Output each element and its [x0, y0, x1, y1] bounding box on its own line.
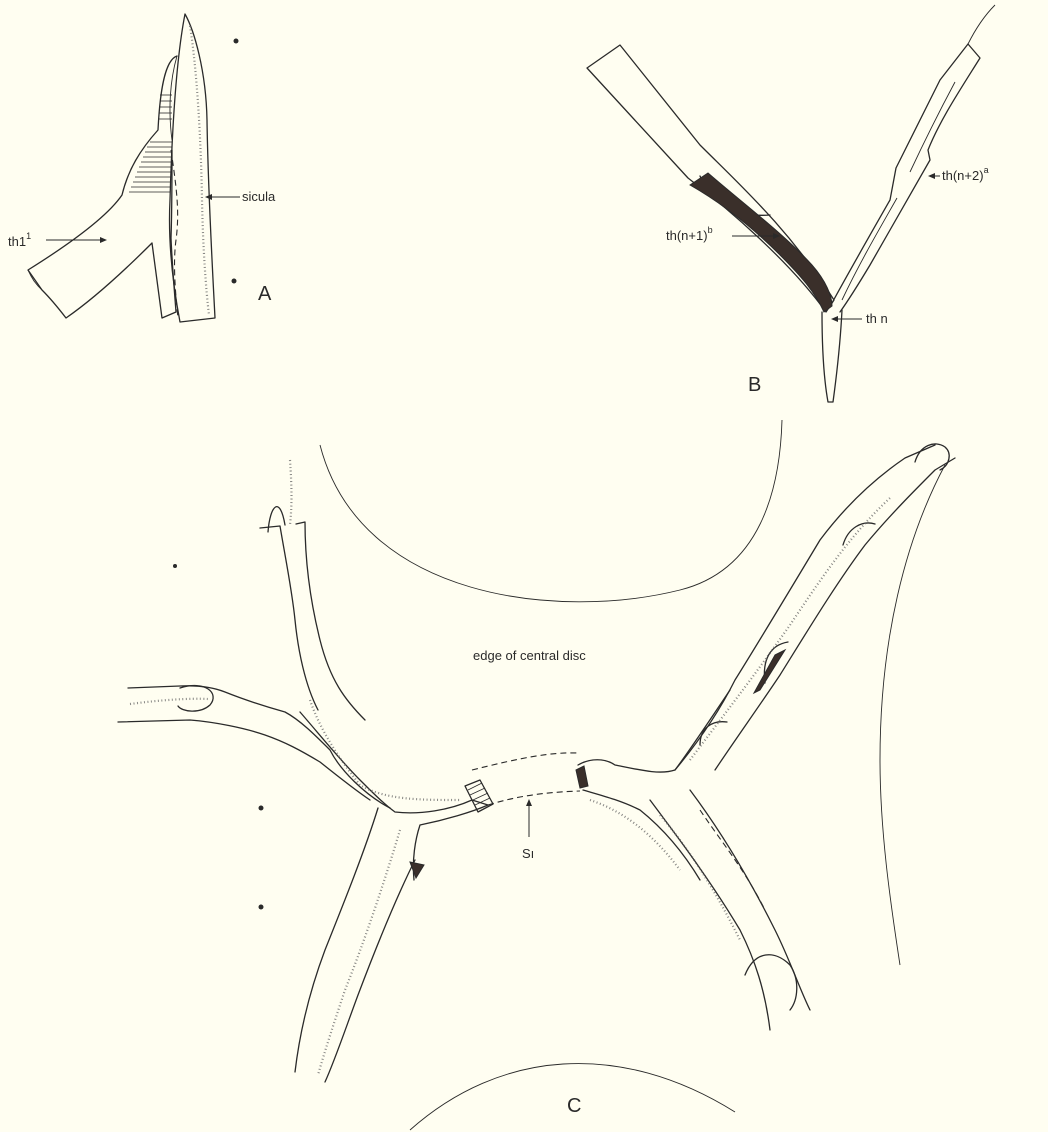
- panel-b: th(n+2)a th(n+1)b th n B: [587, 5, 995, 402]
- sicula-stipple: [190, 26, 209, 315]
- stipe-right-upper-outer: [675, 445, 935, 770]
- thn-pointer-head: [831, 316, 838, 322]
- label-s1: Sı: [522, 846, 534, 861]
- label-central-disc: edge of central disc: [473, 648, 586, 663]
- stipe-right-lower-dash: [700, 810, 765, 910]
- theca-junction-left: [300, 712, 488, 880]
- label-sicula: sicula: [242, 189, 276, 204]
- stipe-right-upper-inner: [715, 458, 955, 770]
- stipe-right-upper-stipple: [690, 498, 890, 760]
- theca-right-mid-3: [700, 722, 727, 745]
- scale-dot: [234, 39, 239, 44]
- sicula-pointer-head: [205, 194, 212, 200]
- stipe-left-lower: [295, 808, 378, 1072]
- stipe-left-upper-inner: [296, 522, 365, 720]
- panel-letter-c: C: [567, 1095, 581, 1117]
- sicula-s1-dashed-upper: [472, 753, 578, 770]
- label-thn2-superscript: a: [984, 165, 989, 175]
- stipe-left-horizontal-stipple: [130, 699, 208, 704]
- sicula-outline: [169, 14, 215, 322]
- sicula-s1-dashed-lower: [488, 791, 580, 805]
- stipe-left-top-stipple: [290, 460, 292, 525]
- stipe-right-lower-a: [650, 800, 770, 1030]
- label-thn1: th(n+1)b: [666, 225, 713, 243]
- stipe-left-lower-stipple: [318, 830, 400, 1075]
- stipe-right-lower-b: [690, 790, 810, 1010]
- panel-c: edge of central disc Sı C: [118, 420, 955, 1130]
- theca-right-top: [968, 5, 995, 44]
- growth-bands: [129, 95, 172, 192]
- th1-pointer-head: [100, 237, 107, 243]
- stipe-left-top-tip: [268, 507, 285, 532]
- panel-a: sicula th11 A: [8, 14, 276, 322]
- label-thn2: th(n+2)a: [942, 165, 989, 183]
- panel-letter-a: A: [258, 283, 272, 305]
- label-th1-superscript: 1: [26, 231, 31, 241]
- label-thn: th n: [866, 311, 888, 326]
- label-thn1-superscript: b: [708, 225, 713, 235]
- theca-junction-right: [578, 690, 730, 772]
- label-th1: th11: [8, 231, 31, 249]
- theca-right-inner: [842, 198, 897, 300]
- stipe-left-upper: [260, 526, 318, 710]
- thn2-pointer-head: [928, 173, 935, 179]
- theca-thn1-solid: [690, 173, 832, 312]
- stipe-left-lower-inner: [325, 860, 415, 1082]
- central-disc-edge-top: [320, 420, 782, 602]
- scale-dot: [232, 279, 237, 284]
- theca-right-mid-1: [843, 523, 875, 545]
- stipe-right-lower-stipple: [660, 815, 740, 940]
- theca-thn-stem: [822, 310, 842, 402]
- scale-dot: [259, 806, 264, 811]
- scale-dot: [259, 905, 264, 910]
- panel-letter-b: B: [748, 374, 761, 396]
- theca-right-lower-tip: [745, 955, 797, 1010]
- rhabdosome-boundary-right: [880, 465, 945, 965]
- theca-left-notch: [410, 862, 424, 878]
- scale-dot: [173, 564, 177, 568]
- theca-junction-right-tip: [576, 766, 588, 788]
- stipe-left-horizontal-lower: [118, 720, 370, 800]
- theca-right-ridge: [754, 650, 785, 693]
- s1-pointer-head: [526, 799, 532, 806]
